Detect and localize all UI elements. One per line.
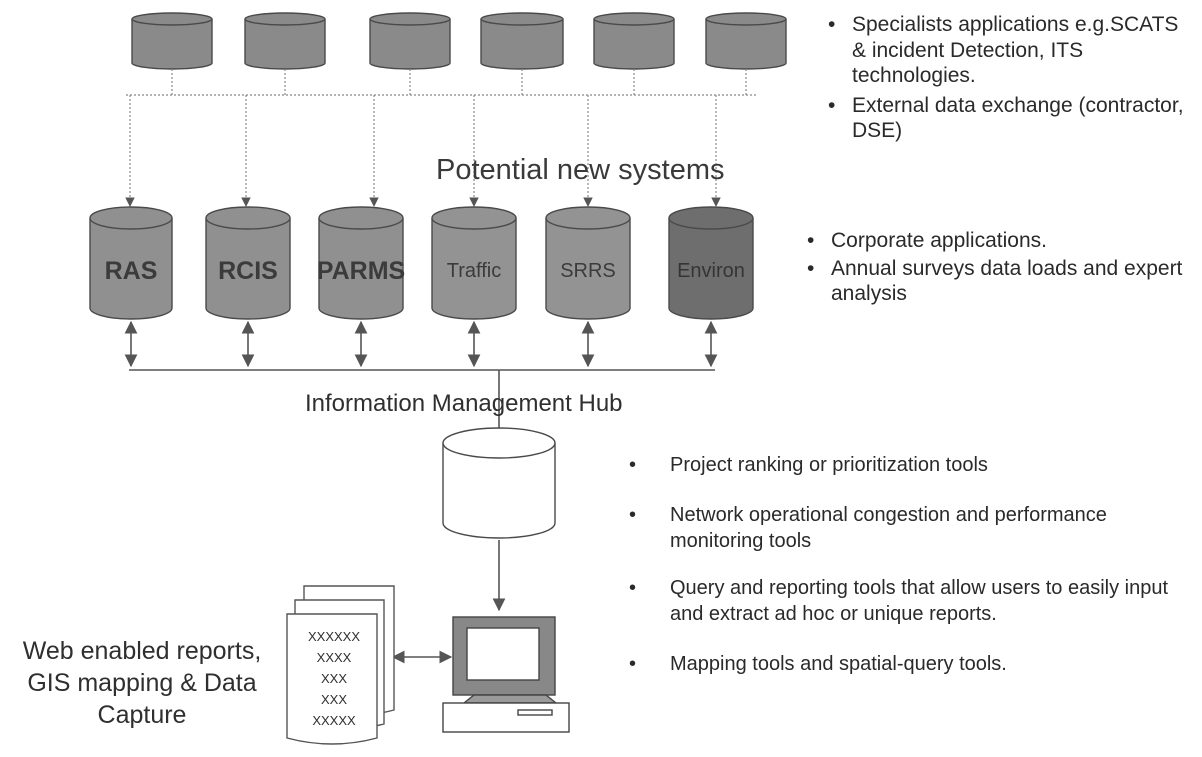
report-line: XXX xyxy=(321,692,347,707)
report-pages-icon: XXXXXX XXXX XXX XXX XXXXX xyxy=(286,585,395,745)
database-traffic-body xyxy=(431,218,517,320)
information-management-hub-label: Information Management Hub xyxy=(305,390,623,417)
report-line: XXXXX xyxy=(312,713,356,728)
database-traffic-label: Traffic xyxy=(447,260,501,282)
dotted-arrows-to-corporate xyxy=(125,95,721,207)
list-item: Project ranking or prioritization tools xyxy=(626,452,1186,478)
database-ras-top xyxy=(89,206,173,230)
database-srrs-top xyxy=(545,206,631,230)
report-line: XXX xyxy=(321,671,347,686)
list-item: Mapping tools and spatial-query tools. xyxy=(626,651,1186,677)
specialist-system-cylinder-5 xyxy=(593,12,675,70)
hub-bus-connectors xyxy=(124,320,718,442)
specialist-system-cylinder-6 xyxy=(705,12,787,70)
list-item: Corporate applications. xyxy=(806,228,1186,254)
monitor-screen xyxy=(466,627,540,681)
hub-database xyxy=(442,427,556,539)
database-ras-body xyxy=(89,218,173,320)
potential-new-systems-label: Potential new systems xyxy=(436,154,725,186)
database-parms-top xyxy=(318,206,404,230)
web-reports-label: Web enabled reports, GIS mapping & Data … xyxy=(22,637,262,729)
database-environ: Environ xyxy=(668,206,754,320)
report-text-lines: XXXXXX XXXX XXX XXX XXXXX xyxy=(308,629,360,728)
database-rcis-top xyxy=(205,206,291,230)
database-traffic: Traffic xyxy=(431,206,517,320)
list-item: External data exchange (contractor, DSE) xyxy=(826,93,1198,144)
list-item: Network operational congestion and perfo… xyxy=(626,502,1186,554)
database-rcis-label: RCIS xyxy=(218,257,278,285)
corporate-applications-list: Corporate applications. Annual surveys d… xyxy=(806,228,1186,309)
specialist-system-cylinder-3 xyxy=(369,12,451,70)
computer-case xyxy=(442,702,570,733)
specialist-dotted-connectors xyxy=(126,69,756,96)
database-parms-body xyxy=(318,218,404,320)
report-line: XXXXXX xyxy=(308,629,360,644)
database-parms: PARMS xyxy=(317,206,405,320)
specialist-systems xyxy=(131,12,787,70)
database-parms-label: PARMS xyxy=(317,257,405,285)
specialist-system-cylinder-1 xyxy=(131,12,213,70)
hub-tools-list: Project ranking or prioritization tools … xyxy=(626,452,1186,677)
database-rcis-body xyxy=(205,218,291,320)
database-ras-label: RAS xyxy=(105,257,158,285)
specialist-system-cylinder-2 xyxy=(244,12,326,70)
list-item: Specialists applications e.g.SCATS & inc… xyxy=(826,12,1198,89)
database-ras: RAS xyxy=(89,206,173,320)
database-environ-body xyxy=(668,218,754,320)
list-item: Query and reporting tools that allow use… xyxy=(626,575,1186,627)
database-environ-top xyxy=(668,206,754,230)
report-page-front xyxy=(286,613,378,745)
database-srrs-label: SRRS xyxy=(560,260,616,282)
specialist-applications-list: Specialists applications e.g.SCATS & inc… xyxy=(826,12,1198,148)
database-traffic-top xyxy=(431,206,517,230)
database-environ-label: Environ xyxy=(677,260,745,282)
specialist-system-cylinder-4 xyxy=(480,12,564,70)
corporate-databases: RAS RCIS PARMS Traffic SRRS Environ xyxy=(89,206,754,320)
report-line: XXXX xyxy=(317,650,352,665)
list-item: Annual surveys data loads and expert ana… xyxy=(806,256,1186,307)
drive-slot xyxy=(517,709,553,716)
database-srrs: SRRS xyxy=(545,206,631,320)
database-rcis: RCIS xyxy=(205,206,291,320)
computer-icon xyxy=(442,616,570,733)
database-srrs-body xyxy=(545,218,631,320)
monitor-base xyxy=(462,694,558,704)
